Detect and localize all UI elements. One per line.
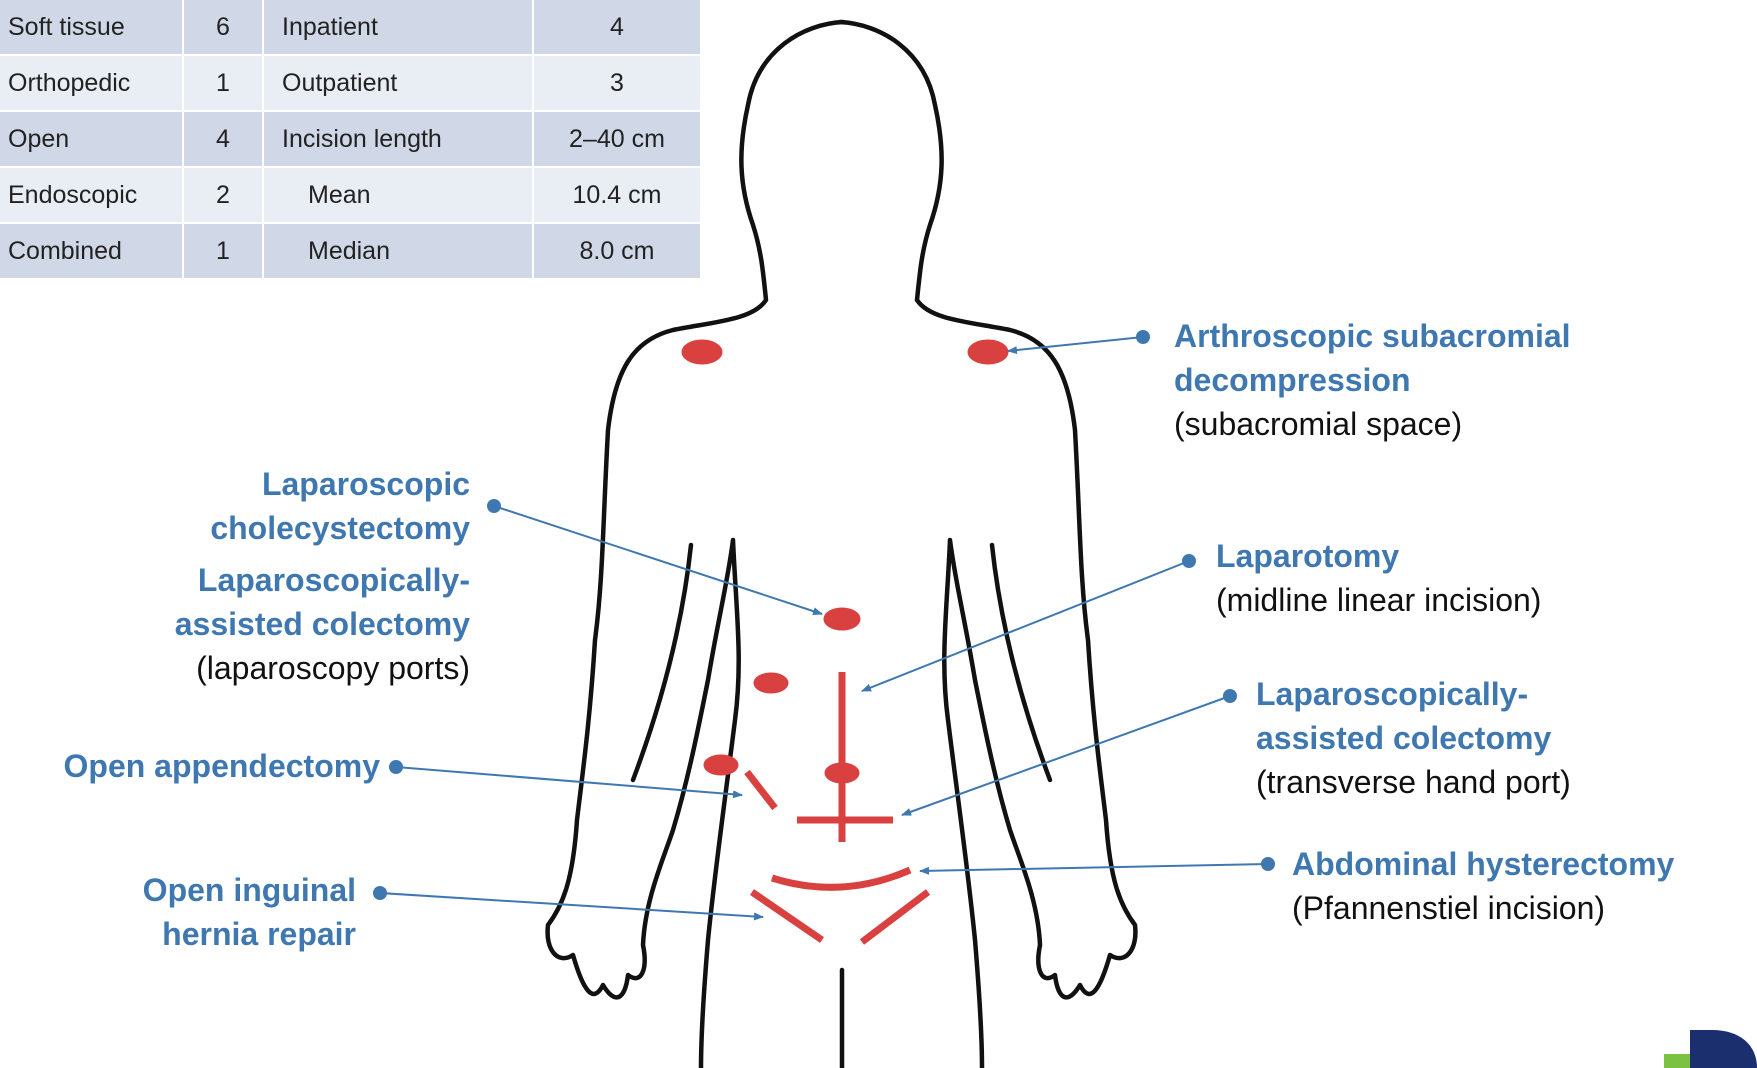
incisions: [682, 340, 1008, 942]
leader-laparotomy: [862, 561, 1189, 691]
label-laparotomy-note: (midline linear incision): [1216, 578, 1656, 622]
label-cholecystectomy: Laparoscopic cholecystectomy: [150, 462, 470, 550]
leader-lines: [374, 331, 1274, 917]
label-hysterectomy: Abdominal hysterectomy (Pfannenstiel inc…: [1292, 842, 1752, 930]
label-colectomy-hand: Laparoscopically-assisted colectomy (tra…: [1256, 672, 1636, 804]
label-hernia: Open inguinal hernia repair: [100, 868, 356, 956]
label-appendectomy-title: Open appendectomy: [0, 744, 380, 788]
label-colectomy-ports-title: Laparoscopically-assisted colectomy: [110, 558, 470, 646]
label-arthroscopic-title: Arthroscopic subacromial decompression: [1174, 314, 1654, 402]
leader-cholecystectomy: [494, 506, 822, 614]
port-lower-left: [704, 755, 738, 775]
label-colectomy-hand-note: (transverse hand port): [1256, 760, 1636, 804]
label-cholecystectomy-title: Laparoscopic cholecystectomy: [150, 462, 470, 550]
label-colectomy-ports: Laparoscopically-assisted colectomy (lap…: [110, 558, 470, 690]
leader-hernia: [380, 893, 763, 917]
leader-hysterectomy: [920, 864, 1268, 871]
hernia-incision-right: [862, 892, 928, 942]
corner-logo-icon: [1664, 1030, 1757, 1068]
label-arthroscopic: Arthroscopic subacromial decompression (…: [1174, 314, 1694, 446]
port-left-abdomen: [754, 673, 788, 693]
label-hysterectomy-note: (Pfannenstiel incision): [1292, 886, 1752, 930]
appendectomy-incision: [747, 772, 775, 808]
port-upper-abdomen: [824, 608, 860, 630]
port-left-shoulder: [682, 340, 722, 364]
human-body-outline-icon: [548, 22, 1136, 1068]
label-appendectomy: Open appendectomy: [0, 744, 380, 788]
label-laparotomy-title: Laparotomy: [1216, 534, 1656, 578]
label-laparotomy: Laparotomy (midline linear incision): [1216, 534, 1656, 622]
label-arthroscopic-note: (subacromial space): [1174, 402, 1694, 446]
pfannenstiel-incision: [772, 870, 910, 887]
label-colectomy-ports-note: (laparoscopy ports): [110, 646, 470, 690]
label-hysterectomy-title: Abdominal hysterectomy: [1292, 842, 1752, 886]
label-hernia-title: Open inguinal hernia repair: [100, 868, 356, 956]
port-right-shoulder: [968, 340, 1008, 364]
label-colectomy-hand-title: Laparoscopically-assisted colectomy: [1256, 672, 1636, 760]
